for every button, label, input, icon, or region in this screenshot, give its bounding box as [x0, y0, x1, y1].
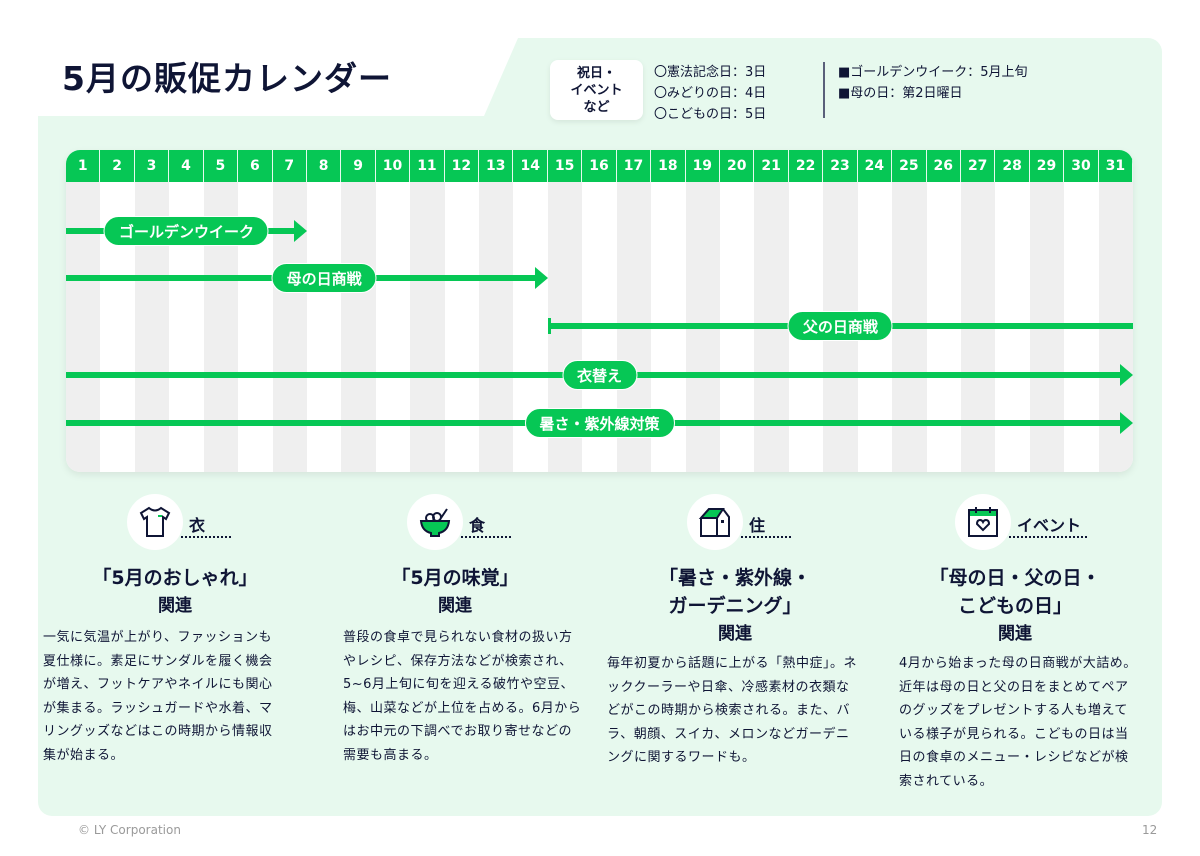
- day-16: 16: [582, 150, 617, 182]
- day-column: [410, 182, 445, 472]
- related-label: 関連: [438, 596, 472, 616]
- related-label: 関連: [718, 624, 752, 644]
- bar-label: ゴールデンウイーク: [103, 216, 269, 246]
- dotted-underline: [1009, 536, 1087, 538]
- day-column: [341, 182, 376, 472]
- holiday-list: 〇憲法記念日：3日 〇みどりの日：4日 〇こどもの日：5日: [654, 62, 766, 125]
- dotted-underline: [181, 536, 231, 538]
- day-19: 19: [686, 150, 721, 182]
- heading-text: 「5月の味覚」: [391, 567, 519, 589]
- bar-start-tick: [547, 318, 551, 334]
- day-column: [479, 182, 514, 472]
- category-text: 一気に気温が上がり、ファッションも夏仕様に。素足にサンダルを履く機会が増え、フッ…: [43, 630, 273, 763]
- dotted-underline: [461, 536, 511, 538]
- day-10: 10: [376, 150, 411, 182]
- day-9: 9: [341, 150, 376, 182]
- category-text: 毎年初夏から話題に上がる「熱中症」。ネッククーラーや日傘、冷感素材の衣類などがこ…: [607, 656, 858, 765]
- arrow-head-icon: [534, 267, 548, 289]
- category-heading: 「5月の味覚」関連: [325, 564, 585, 620]
- day-12: 12: [445, 150, 480, 182]
- day-20: 20: [720, 150, 755, 182]
- day-14: 14: [513, 150, 548, 182]
- bar-label: 父の日商戦: [787, 311, 893, 341]
- day-26: 26: [927, 150, 961, 182]
- day-17: 17: [617, 150, 652, 182]
- day-30: 30: [1064, 150, 1099, 182]
- day-22: 22: [789, 150, 824, 182]
- page-number: 12: [1142, 823, 1158, 837]
- day-column: [307, 182, 341, 472]
- divider: [823, 62, 825, 118]
- category-label: 衣: [189, 516, 206, 535]
- day-2: 2: [100, 150, 135, 182]
- bar-label: 暑さ・紫外線対策: [524, 408, 675, 438]
- day-18: 18: [651, 150, 686, 182]
- day-column: [376, 182, 410, 472]
- day-29: 29: [1030, 150, 1065, 182]
- day-27: 27: [961, 150, 996, 182]
- day-23: 23: [823, 150, 858, 182]
- category-text: 4月から始まった母の日商戦が大詰め。近年は母の日と父の日をまとめてペアのグッズを…: [899, 656, 1137, 789]
- category-heading: 「5月のおしゃれ」関連: [45, 564, 305, 620]
- arrow-head-icon: [1120, 364, 1133, 386]
- t-shirt-icon: [127, 494, 183, 550]
- event-item: ■ゴールデンウイーク：5月上旬: [838, 65, 1028, 80]
- category-heading: 「暑さ・紫外線・ ガーデニング」関連: [605, 564, 865, 648]
- day-11: 11: [410, 150, 445, 182]
- day-5: 5: [204, 150, 239, 182]
- day-3: 3: [135, 150, 170, 182]
- day-column: [66, 182, 101, 472]
- day-7: 7: [273, 150, 307, 182]
- day-6: 6: [238, 150, 273, 182]
- bowl-icon: [407, 494, 463, 550]
- category-label: 食: [469, 516, 486, 535]
- heading-text: 「5月のおしゃれ」: [92, 567, 258, 589]
- holiday-badge: 祝日・ イベント など: [550, 60, 643, 120]
- day-13: 13: [479, 150, 514, 182]
- day-15: 15: [548, 150, 583, 182]
- day-21: 21: [754, 150, 789, 182]
- day-25: 25: [892, 150, 927, 182]
- dotted-underline: [741, 536, 791, 538]
- related-label: 関連: [158, 596, 192, 616]
- arrow-head-icon: [1120, 412, 1133, 434]
- category-text: 普段の食卓で見られない食材の扱い方やレシピ、保存方法などが検索され、5~6月上旬…: [343, 630, 582, 763]
- heading-text: 「暑さ・紫外線・ ガーデニング」: [658, 567, 811, 617]
- holiday-item: 〇憲法記念日：3日: [654, 65, 767, 80]
- category-heading: 「母の日・父の日・ こどもの日」関連: [885, 564, 1145, 648]
- calendar-heart-icon: [955, 494, 1011, 550]
- day-24: 24: [858, 150, 893, 182]
- bar-label: 衣替え: [561, 360, 638, 390]
- heading-text: 「母の日・父の日・ こどもの日」: [929, 567, 1101, 617]
- day-1: 1: [66, 150, 101, 182]
- page-title: 5月の販促カレンダー: [62, 59, 392, 98]
- day-31: 31: [1099, 150, 1133, 182]
- event-item: ■母の日：第2日曜日: [838, 86, 963, 101]
- bar-label: 母の日商戦: [271, 263, 377, 293]
- day-8: 8: [307, 150, 342, 182]
- category-label: イベント: [1017, 516, 1082, 535]
- arrow-head-icon: [293, 220, 307, 242]
- day-4: 4: [169, 150, 204, 182]
- day-28: 28: [995, 150, 1030, 182]
- category-label: 住: [749, 516, 766, 535]
- house-icon: [687, 494, 743, 550]
- holiday-item: 〇こどもの日：5日: [654, 107, 767, 122]
- holiday-item: 〇みどりの日：4日: [654, 86, 767, 101]
- copyright: © LY Corporation: [78, 823, 181, 837]
- related-label: 関連: [998, 624, 1032, 644]
- event-list: ■ゴールデンウイーク：5月上旬 ■母の日：第2日曜日: [838, 62, 1028, 104]
- day-column: [445, 182, 479, 472]
